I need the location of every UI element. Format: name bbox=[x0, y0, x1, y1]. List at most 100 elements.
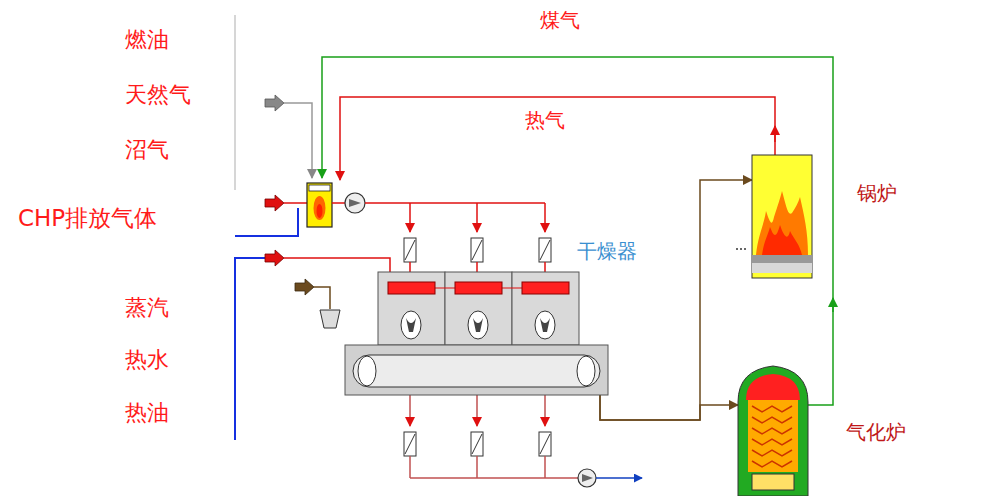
ash-dot bbox=[740, 248, 742, 250]
gasifier-screw bbox=[752, 428, 792, 434]
stream-label: 热水 bbox=[125, 347, 169, 373]
gasifier-shape bbox=[738, 362, 808, 496]
boiler-ashpit bbox=[752, 263, 812, 273]
heat-medium-feed bbox=[284, 258, 390, 282]
circulation-fan bbox=[401, 311, 421, 339]
node-heading: 干燥器 bbox=[577, 239, 637, 263]
boiler-flame bbox=[756, 191, 808, 255]
gasifier-screw bbox=[752, 406, 792, 412]
ash-dot bbox=[744, 248, 746, 250]
coal-gas-line bbox=[322, 57, 833, 405]
chp-line bbox=[235, 208, 298, 236]
boiler-grate bbox=[752, 255, 812, 263]
supply-drop bbox=[476, 262, 478, 272]
fan-blade bbox=[406, 318, 416, 332]
material-flow bbox=[600, 180, 752, 420]
exhaust-fan bbox=[578, 469, 596, 487]
stream-label: 热油 bbox=[125, 400, 169, 426]
stream-label: 热气 bbox=[525, 108, 565, 132]
exhaust-drop bbox=[409, 456, 411, 478]
damper-vane bbox=[540, 434, 550, 454]
circulation-fan bbox=[535, 311, 555, 339]
heater-bar bbox=[455, 282, 502, 294]
gasifier-screw bbox=[752, 417, 792, 423]
damper bbox=[471, 432, 483, 456]
boiler-shape bbox=[752, 155, 812, 278]
burner-flame bbox=[314, 196, 326, 220]
stream-label: CHP排放气体 bbox=[18, 205, 157, 233]
exhaust-drop bbox=[544, 395, 546, 426]
gasifier-shell bbox=[738, 366, 808, 496]
dryer-shape bbox=[345, 272, 608, 395]
damper-vane bbox=[472, 434, 482, 454]
node-heading: 气化炉 bbox=[846, 420, 906, 444]
burner-cap bbox=[309, 185, 330, 191]
dryer-chamber bbox=[378, 272, 445, 345]
gasifier-dome bbox=[746, 374, 800, 400]
exhaust-drop bbox=[476, 456, 478, 478]
supply-drop bbox=[409, 203, 411, 232]
boiler-flame-core bbox=[762, 225, 802, 255]
damper-vane bbox=[540, 240, 550, 260]
supply-drop bbox=[409, 262, 411, 272]
damper bbox=[404, 238, 416, 262]
dryer: 干燥器 bbox=[345, 272, 608, 395]
damper-vane bbox=[405, 240, 415, 260]
fuel-arrow bbox=[265, 95, 284, 111]
gasifier-bed bbox=[748, 400, 798, 472]
supply-header bbox=[365, 202, 545, 204]
conveyor-belt bbox=[353, 355, 600, 387]
exhaust-drop bbox=[409, 395, 411, 426]
burner-flame-core bbox=[317, 204, 323, 218]
dryer-chamber bbox=[512, 272, 579, 345]
conveyor-roller bbox=[358, 356, 376, 386]
supply-fan-blade bbox=[349, 199, 361, 207]
heat-medium-arrow bbox=[265, 250, 284, 266]
stream-label: 煤气 bbox=[540, 8, 580, 32]
exhaust-drop bbox=[544, 456, 546, 478]
burner bbox=[307, 183, 332, 227]
gasifier-screw bbox=[752, 439, 792, 445]
material-flow bbox=[600, 395, 738, 420]
gasifier: 气化炉 bbox=[738, 362, 808, 496]
damper-vane bbox=[472, 240, 482, 260]
burner-outlet bbox=[332, 202, 345, 204]
chp-feed bbox=[284, 202, 307, 204]
fuel-bracket bbox=[234, 15, 236, 190]
hot-gas-line bbox=[340, 97, 775, 180]
feed-arrow bbox=[295, 279, 314, 295]
stream-label: 燃油 bbox=[125, 27, 169, 53]
coal-gas-arrow bbox=[832, 298, 834, 312]
gasifier-screw bbox=[752, 450, 792, 456]
boiler-shell bbox=[752, 155, 812, 278]
heater-bar bbox=[522, 282, 569, 294]
feed-hopper bbox=[320, 310, 340, 328]
stream-label: 沼气 bbox=[125, 137, 169, 163]
conveyor-roller bbox=[577, 356, 595, 386]
exhaust-drop bbox=[476, 395, 478, 426]
heat-medium-line bbox=[235, 258, 265, 440]
stream-label: 蒸汽 bbox=[125, 295, 169, 321]
damper bbox=[404, 432, 416, 456]
supply-drop bbox=[544, 203, 546, 232]
fan-blade bbox=[473, 318, 483, 332]
heater-bar bbox=[388, 282, 435, 294]
damper bbox=[471, 238, 483, 262]
stream-label: 天然气 bbox=[125, 82, 191, 108]
damper-vane bbox=[405, 434, 415, 454]
node-heading: 锅炉 bbox=[857, 181, 897, 205]
ash-dot bbox=[736, 248, 738, 250]
fuel-line bbox=[284, 103, 312, 178]
exhaust-header bbox=[410, 477, 578, 479]
exhaust-outlet bbox=[596, 477, 642, 479]
supply-drop bbox=[476, 203, 478, 232]
gasifier-ash bbox=[752, 474, 794, 490]
supply-fan bbox=[345, 193, 365, 213]
damper bbox=[539, 238, 551, 262]
dryer-chamber bbox=[445, 272, 512, 345]
hot-gas-arrow bbox=[774, 126, 776, 142]
gasifier-screw bbox=[752, 461, 792, 467]
supply-drop bbox=[544, 262, 546, 272]
chp-arrow bbox=[265, 195, 284, 211]
fan-blade bbox=[540, 318, 550, 332]
